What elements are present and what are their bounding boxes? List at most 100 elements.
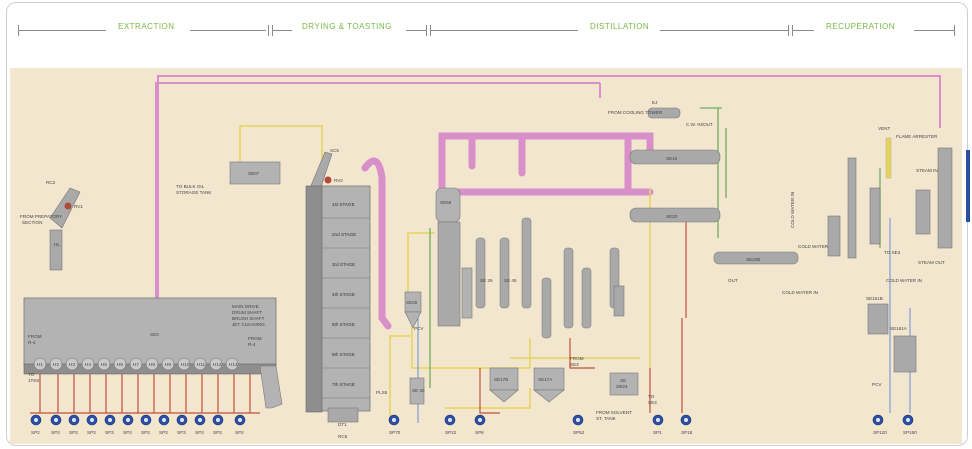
label-se07: SE07 — [248, 171, 260, 176]
section-rule — [18, 30, 106, 31]
pump-label: SP3 — [105, 430, 114, 435]
pump-label: SP3 — [213, 430, 222, 435]
pump-label: SP52 — [573, 430, 585, 435]
extractor-cell — [193, 357, 207, 371]
label-sc5: SC5 — [330, 148, 339, 153]
extractor-cell-label: H6 — [117, 362, 123, 367]
pump-impeller-icon — [144, 418, 148, 422]
edge-marker — [966, 150, 970, 222]
pump-label: SP3 — [69, 430, 78, 435]
label-se161a: SE161A — [890, 326, 908, 331]
section-divider — [426, 25, 427, 36]
extractor-cell-label: H13 — [229, 362, 238, 367]
section-label-extraction: EXTRACTION — [118, 22, 175, 31]
extractor-cell-label: H1 — [37, 362, 43, 367]
extractor-cell-label: H9 — [165, 362, 171, 367]
label-se28-24b: 28/24 — [616, 384, 628, 389]
pump-label: SP2 — [31, 430, 40, 435]
pump-label: SP3 — [87, 430, 96, 435]
label-se20: SE20 — [666, 214, 678, 219]
extractor-cell-label: H4 — [85, 362, 91, 367]
section-rule — [430, 30, 578, 31]
oil-storage-tank-se07 — [229, 161, 281, 185]
pump-label: SP3 — [141, 430, 150, 435]
label-flame-arrester: FLAME ARRESTER — [896, 134, 938, 139]
label-from-r4-right: FROM — [248, 336, 262, 341]
stripper-column — [499, 237, 510, 309]
section-label-drying-toasting: DRYING & TOASTING — [302, 22, 392, 31]
extractor-cell — [177, 357, 191, 371]
pump-impeller-icon — [448, 418, 452, 422]
label-rc6: RC6 — [338, 434, 348, 439]
pump-impeller-icon — [34, 418, 38, 422]
section-rule — [190, 30, 266, 31]
condensers — [613, 107, 799, 317]
section-header-bar: EXTRACTION DRYING & TOASTING DISTILLATIO… — [0, 22, 972, 42]
section-label-distillation: DISTILLATION — [590, 22, 650, 31]
extractor-cell-label: H8 — [149, 362, 155, 367]
extractor-cell-label: H7 — [133, 362, 139, 367]
label-to-1tk8b: 1TK8 — [28, 378, 39, 383]
section-rule — [272, 30, 292, 31]
extractor-cell-label: H11 — [197, 362, 206, 367]
pump-label: SP8 — [475, 430, 484, 435]
stage-label: 1st STAGE — [332, 202, 355, 207]
extractor-cell — [81, 357, 95, 371]
pump-label: SP3 — [195, 430, 204, 435]
section-label-recuperation: RECUPERATION — [826, 22, 895, 31]
label-to-se3: TO — [648, 394, 655, 399]
label-se17a: SE17A — [538, 377, 553, 382]
label-storage-tank: STORAGE TANK — [176, 190, 212, 195]
extractor-cell — [129, 357, 143, 371]
label-from-se3: FROM — [570, 356, 584, 361]
label-se45: SE 45 — [504, 278, 517, 283]
pump-label: SP22 — [445, 430, 457, 435]
stripper-column — [541, 277, 552, 339]
label-hl: HL — [54, 242, 60, 247]
pump-impeller-icon — [216, 418, 220, 422]
feed-conveyor-rc2 — [49, 187, 81, 271]
label-out: OUT — [728, 278, 738, 283]
pump-impeller-icon — [906, 418, 910, 422]
stage-label: 4th STAGE — [332, 292, 355, 297]
label-ej: EJ — [652, 100, 657, 105]
pump-impeller-icon — [392, 418, 396, 422]
extractor-cell — [209, 357, 223, 371]
label-se68: SE68 — [440, 200, 452, 205]
label-se161b: SE161B — [866, 296, 883, 301]
label-vent: VENT — [878, 126, 890, 131]
pump-impeller-icon — [478, 418, 482, 422]
pump-impeller-icon — [198, 418, 202, 422]
label-section: SECTION — [22, 220, 42, 225]
label-cold-water-out: COLD WATER OUT — [798, 244, 839, 249]
desolventizer-toaster — [305, 151, 371, 423]
vapor-pipes — [155, 75, 941, 318]
label-to-se3b: SE3 — [648, 400, 657, 405]
extractor-cell — [97, 357, 111, 371]
pump-impeller-icon — [54, 418, 58, 422]
stripper-column — [581, 267, 592, 329]
process-pipes — [30, 208, 687, 414]
stripper-column — [475, 237, 486, 309]
label-st-tank: ST. TANK — [596, 416, 617, 421]
pump-impeller-icon — [126, 418, 130, 422]
extractor-cell-label: H5 — [101, 362, 107, 367]
label-pcv2: PCV — [414, 326, 424, 331]
label-cold-water-in-vertical: COLD WATER IN — [790, 192, 795, 228]
stage-label: 7th STAGE — [332, 382, 355, 387]
label-jet-cleaning: JET CLEANING — [232, 322, 265, 327]
pump-impeller-icon — [90, 418, 94, 422]
stripper-column — [521, 217, 532, 309]
process-flow-diagram: RC2 RV1 FROM PREPATORY SECTION HL SE3 FR… — [10, 68, 962, 444]
stripper-column — [563, 247, 574, 329]
extractor-cell-label: H3 — [69, 362, 75, 367]
extractor-cell — [225, 357, 239, 371]
stage-label: 5th STAGE — [332, 322, 355, 327]
label-rc2: RC2 — [46, 180, 56, 185]
pump-label: SP18 — [681, 430, 693, 435]
recuperation-columns — [827, 137, 953, 373]
stage-label: 2nd STAGE — [332, 232, 356, 237]
